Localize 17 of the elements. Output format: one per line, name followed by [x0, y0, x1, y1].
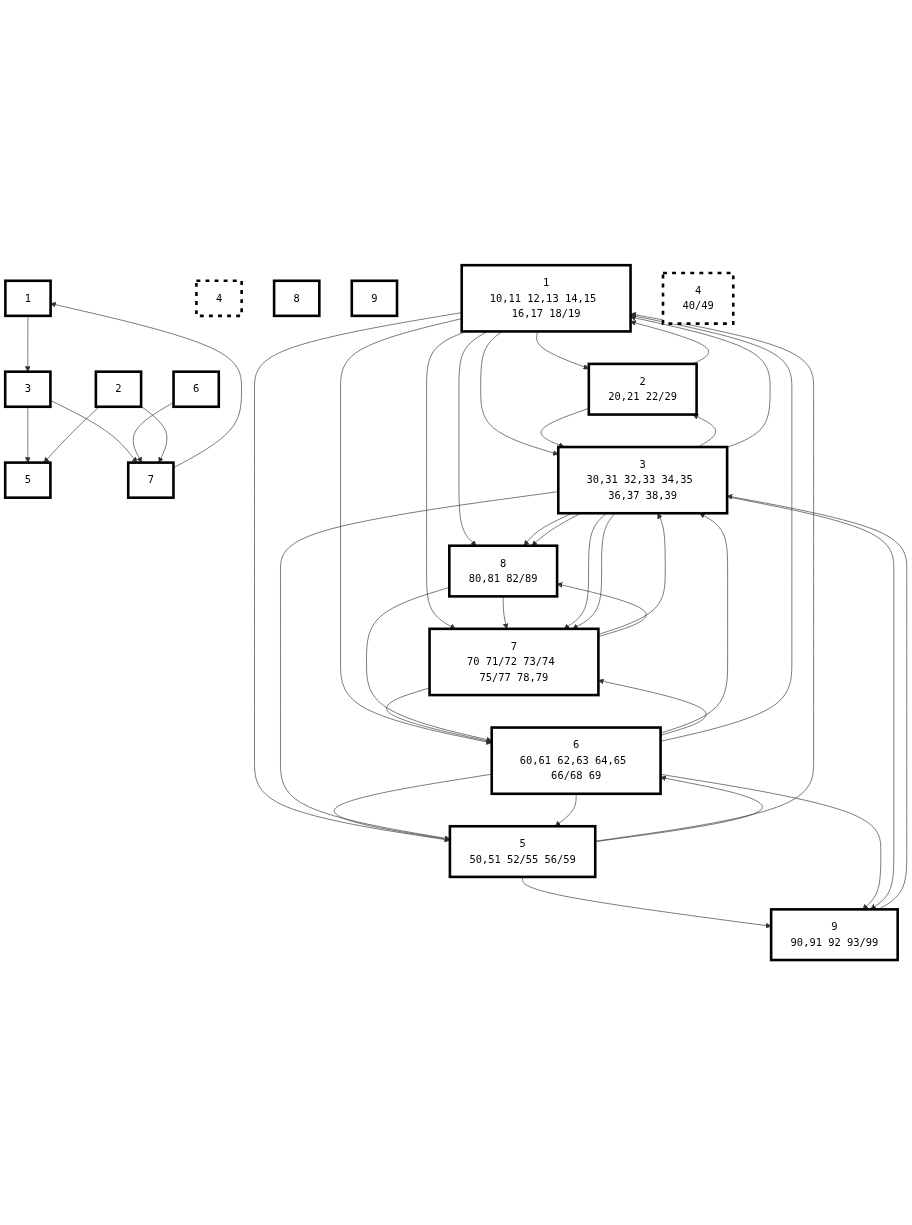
node-box: 9 90,91 92 93/99 — [769, 907, 899, 962]
node-box: 1 — [4, 279, 52, 318]
node-box: 5 — [3, 461, 52, 499]
node-box: 7 70 71/72 73/74 75/77 78,79 — [428, 627, 600, 697]
node-box: 8 80,81 82/89 — [448, 544, 559, 598]
node-box: 9 — [350, 279, 399, 318]
node-box: 2 20,21 22/29 — [587, 362, 698, 416]
node-box: 6 60,61 62,63 64,65 66/68 69 — [490, 726, 662, 795]
node-box: 4 40/49 — [661, 271, 735, 325]
node-box: 5 50,51 52/55 56/59 — [448, 824, 597, 879]
node-box: 1 10,11 12,13 14,15 16,17 18/19 — [460, 263, 632, 333]
node-box: 6 — [172, 370, 221, 408]
node-box: 2 — [94, 370, 143, 408]
node-box: 7 — [126, 461, 175, 499]
node-box: 8 — [272, 279, 321, 318]
node-box: 3 — [3, 370, 52, 408]
node-box: 3 30,31 32,33 34,35 36,37 38,39 — [557, 445, 729, 515]
